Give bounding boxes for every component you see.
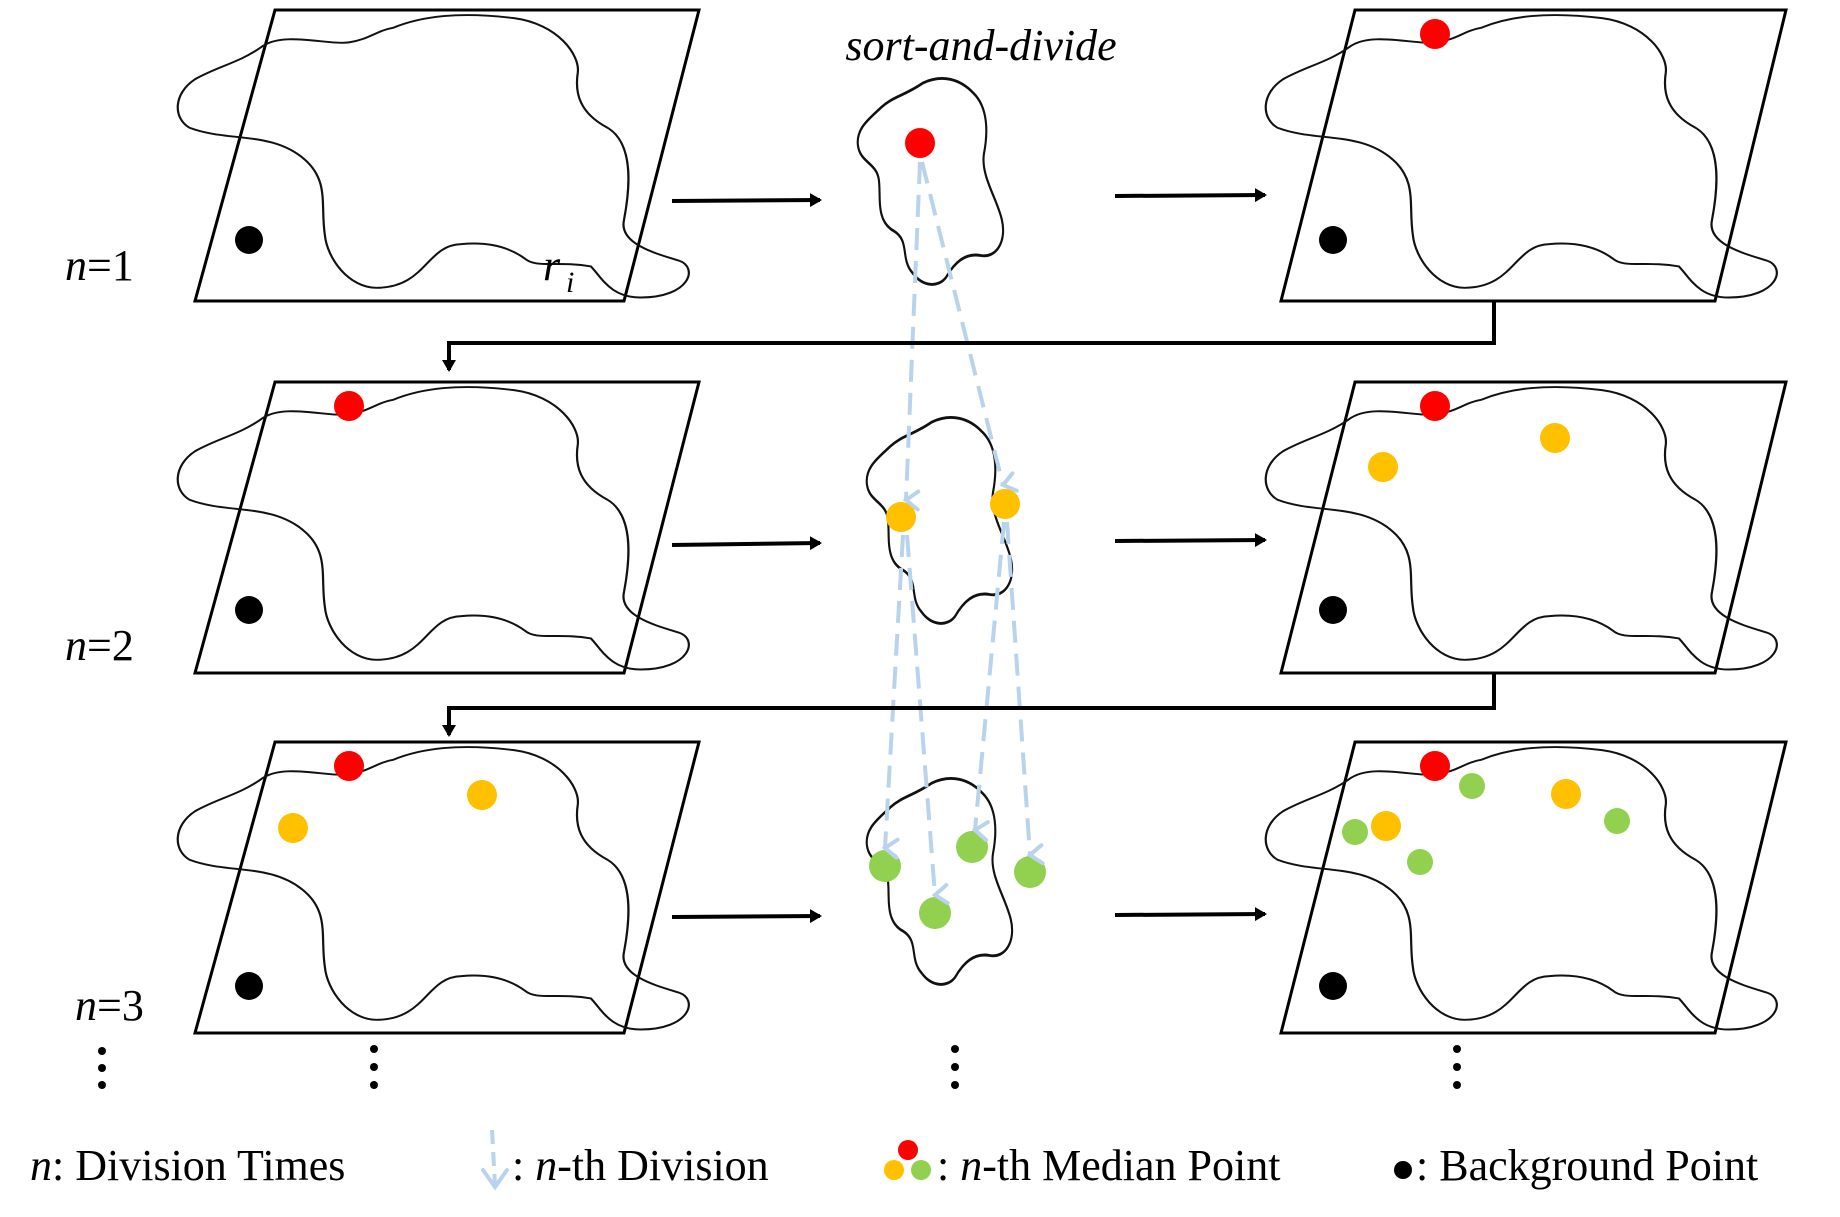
background-point: [235, 226, 263, 254]
legend-background-icon: [1394, 1161, 1412, 1179]
median-point-n3: [1014, 856, 1046, 888]
median-point-n1: [334, 751, 364, 781]
legend-median-point: : n-th Median Point: [937, 1141, 1280, 1190]
row-label-n1: n=1: [65, 241, 134, 290]
median-point-n2: [1540, 423, 1570, 453]
median-point-n2: [990, 489, 1020, 519]
legend-nth-division: : n-th Division: [512, 1141, 769, 1190]
median-point-n1: [1420, 19, 1450, 49]
median-point-n3: [1342, 819, 1368, 845]
svg-text:n=3: n=3: [75, 981, 144, 1030]
continuation-dots: [98, 1045, 1461, 1089]
median-point-n3: [919, 897, 951, 929]
legend-division-icon: [481, 1129, 509, 1191]
row3-middle-region: [865, 777, 1046, 986]
row2-left-panel: [176, 380, 701, 675]
median-point-n2: [1368, 452, 1398, 482]
median-point-n3: [1407, 849, 1433, 875]
svg-text:n=2: n=2: [65, 621, 134, 670]
median-point-n1: [334, 391, 364, 421]
background-point: [1319, 596, 1347, 624]
region-subscript: i: [566, 266, 574, 299]
median-point-n3: [1604, 808, 1630, 834]
row1-middle-region: [856, 77, 1005, 286]
median-point-n1: [1420, 391, 1450, 421]
median-point-n3: [1459, 773, 1485, 799]
median-point-n1: [905, 128, 935, 158]
median-point-n3: [869, 850, 901, 882]
row1-right-panel: [1264, 8, 1788, 303]
median-point-n2: [278, 813, 308, 843]
median-point-n3: [956, 831, 988, 863]
median-point-n2: [1551, 779, 1581, 809]
row1-left-panel: r i: [176, 8, 701, 303]
row3-left-panel: [176, 740, 701, 1035]
feedback-connectors: [442, 301, 1496, 737]
row2-right-panel: [1264, 380, 1788, 675]
legend-background-point: : Background Point: [1416, 1141, 1758, 1190]
svg-text:n=1: n=1: [65, 241, 134, 290]
legend-median-icon: [884, 1140, 931, 1180]
median-point-n1: [1420, 751, 1450, 781]
background-point: [235, 972, 263, 1000]
region-label: r: [543, 241, 561, 290]
division-arrows: [881, 161, 1045, 906]
diagram-title: sort-and-divide: [845, 21, 1116, 70]
legend: n: Division Times : n-th Division : n-th…: [30, 1129, 1758, 1191]
background-point: [1319, 972, 1347, 1000]
median-point-n2: [467, 780, 497, 810]
row3-right-panel: [1264, 740, 1788, 1035]
row-label-n3: n=3: [75, 981, 144, 1030]
row-label-n2: n=2: [65, 621, 134, 670]
median-point-n2: [1371, 811, 1401, 841]
median-point-n2: [886, 502, 916, 532]
flow-arrows: [671, 188, 1267, 924]
background-point: [235, 596, 263, 624]
background-point: [1319, 226, 1347, 254]
legend-division-times: n: Division Times: [30, 1141, 345, 1190]
